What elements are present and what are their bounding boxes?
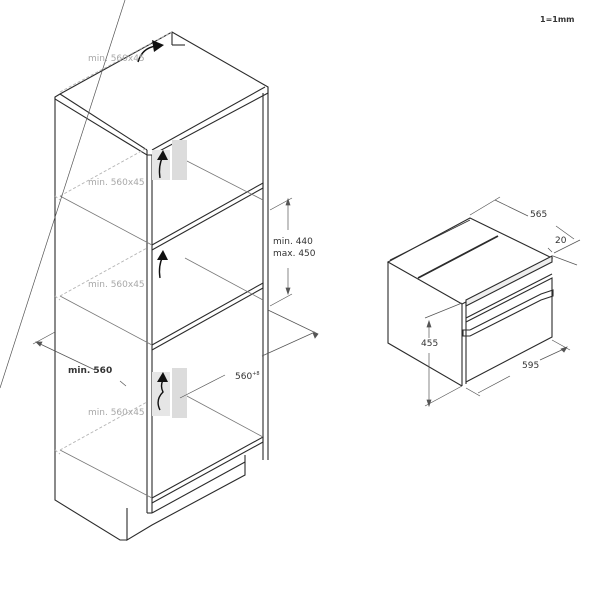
vent-label-bottom: min. 560x45	[88, 408, 145, 418]
niche-height-min: min. 440	[273, 237, 313, 247]
vent-openings	[152, 140, 187, 418]
niche-depth-value: 560	[235, 372, 253, 382]
tall-cabinet	[54, 31, 269, 541]
oven-width-label: 595	[522, 361, 540, 371]
scale-note: 1=1mm	[540, 15, 575, 24]
oven-height-label: 455	[421, 339, 439, 349]
oven-dimension-lines	[424, 196, 581, 408]
oven-depth-label: 565	[530, 210, 548, 220]
vent-label-shelf-2: min. 560x45	[88, 280, 145, 290]
oven-appliance	[386, 217, 554, 387]
niche-depth-tolerance: +8	[252, 371, 260, 377]
vent-label-top: min. 560x45	[88, 54, 145, 64]
niche-depth-label: 560+8	[235, 372, 260, 382]
cabinet-dimension-lines	[0, 0, 319, 399]
vent-label-shelf-1: min. 560x45	[88, 178, 145, 188]
niche-height-max: max. 450	[273, 249, 316, 259]
cabinet-width-label: min. 560	[68, 366, 113, 376]
door-thickness-label: 20	[555, 236, 567, 246]
airflow-arrows	[137, 40, 168, 411]
